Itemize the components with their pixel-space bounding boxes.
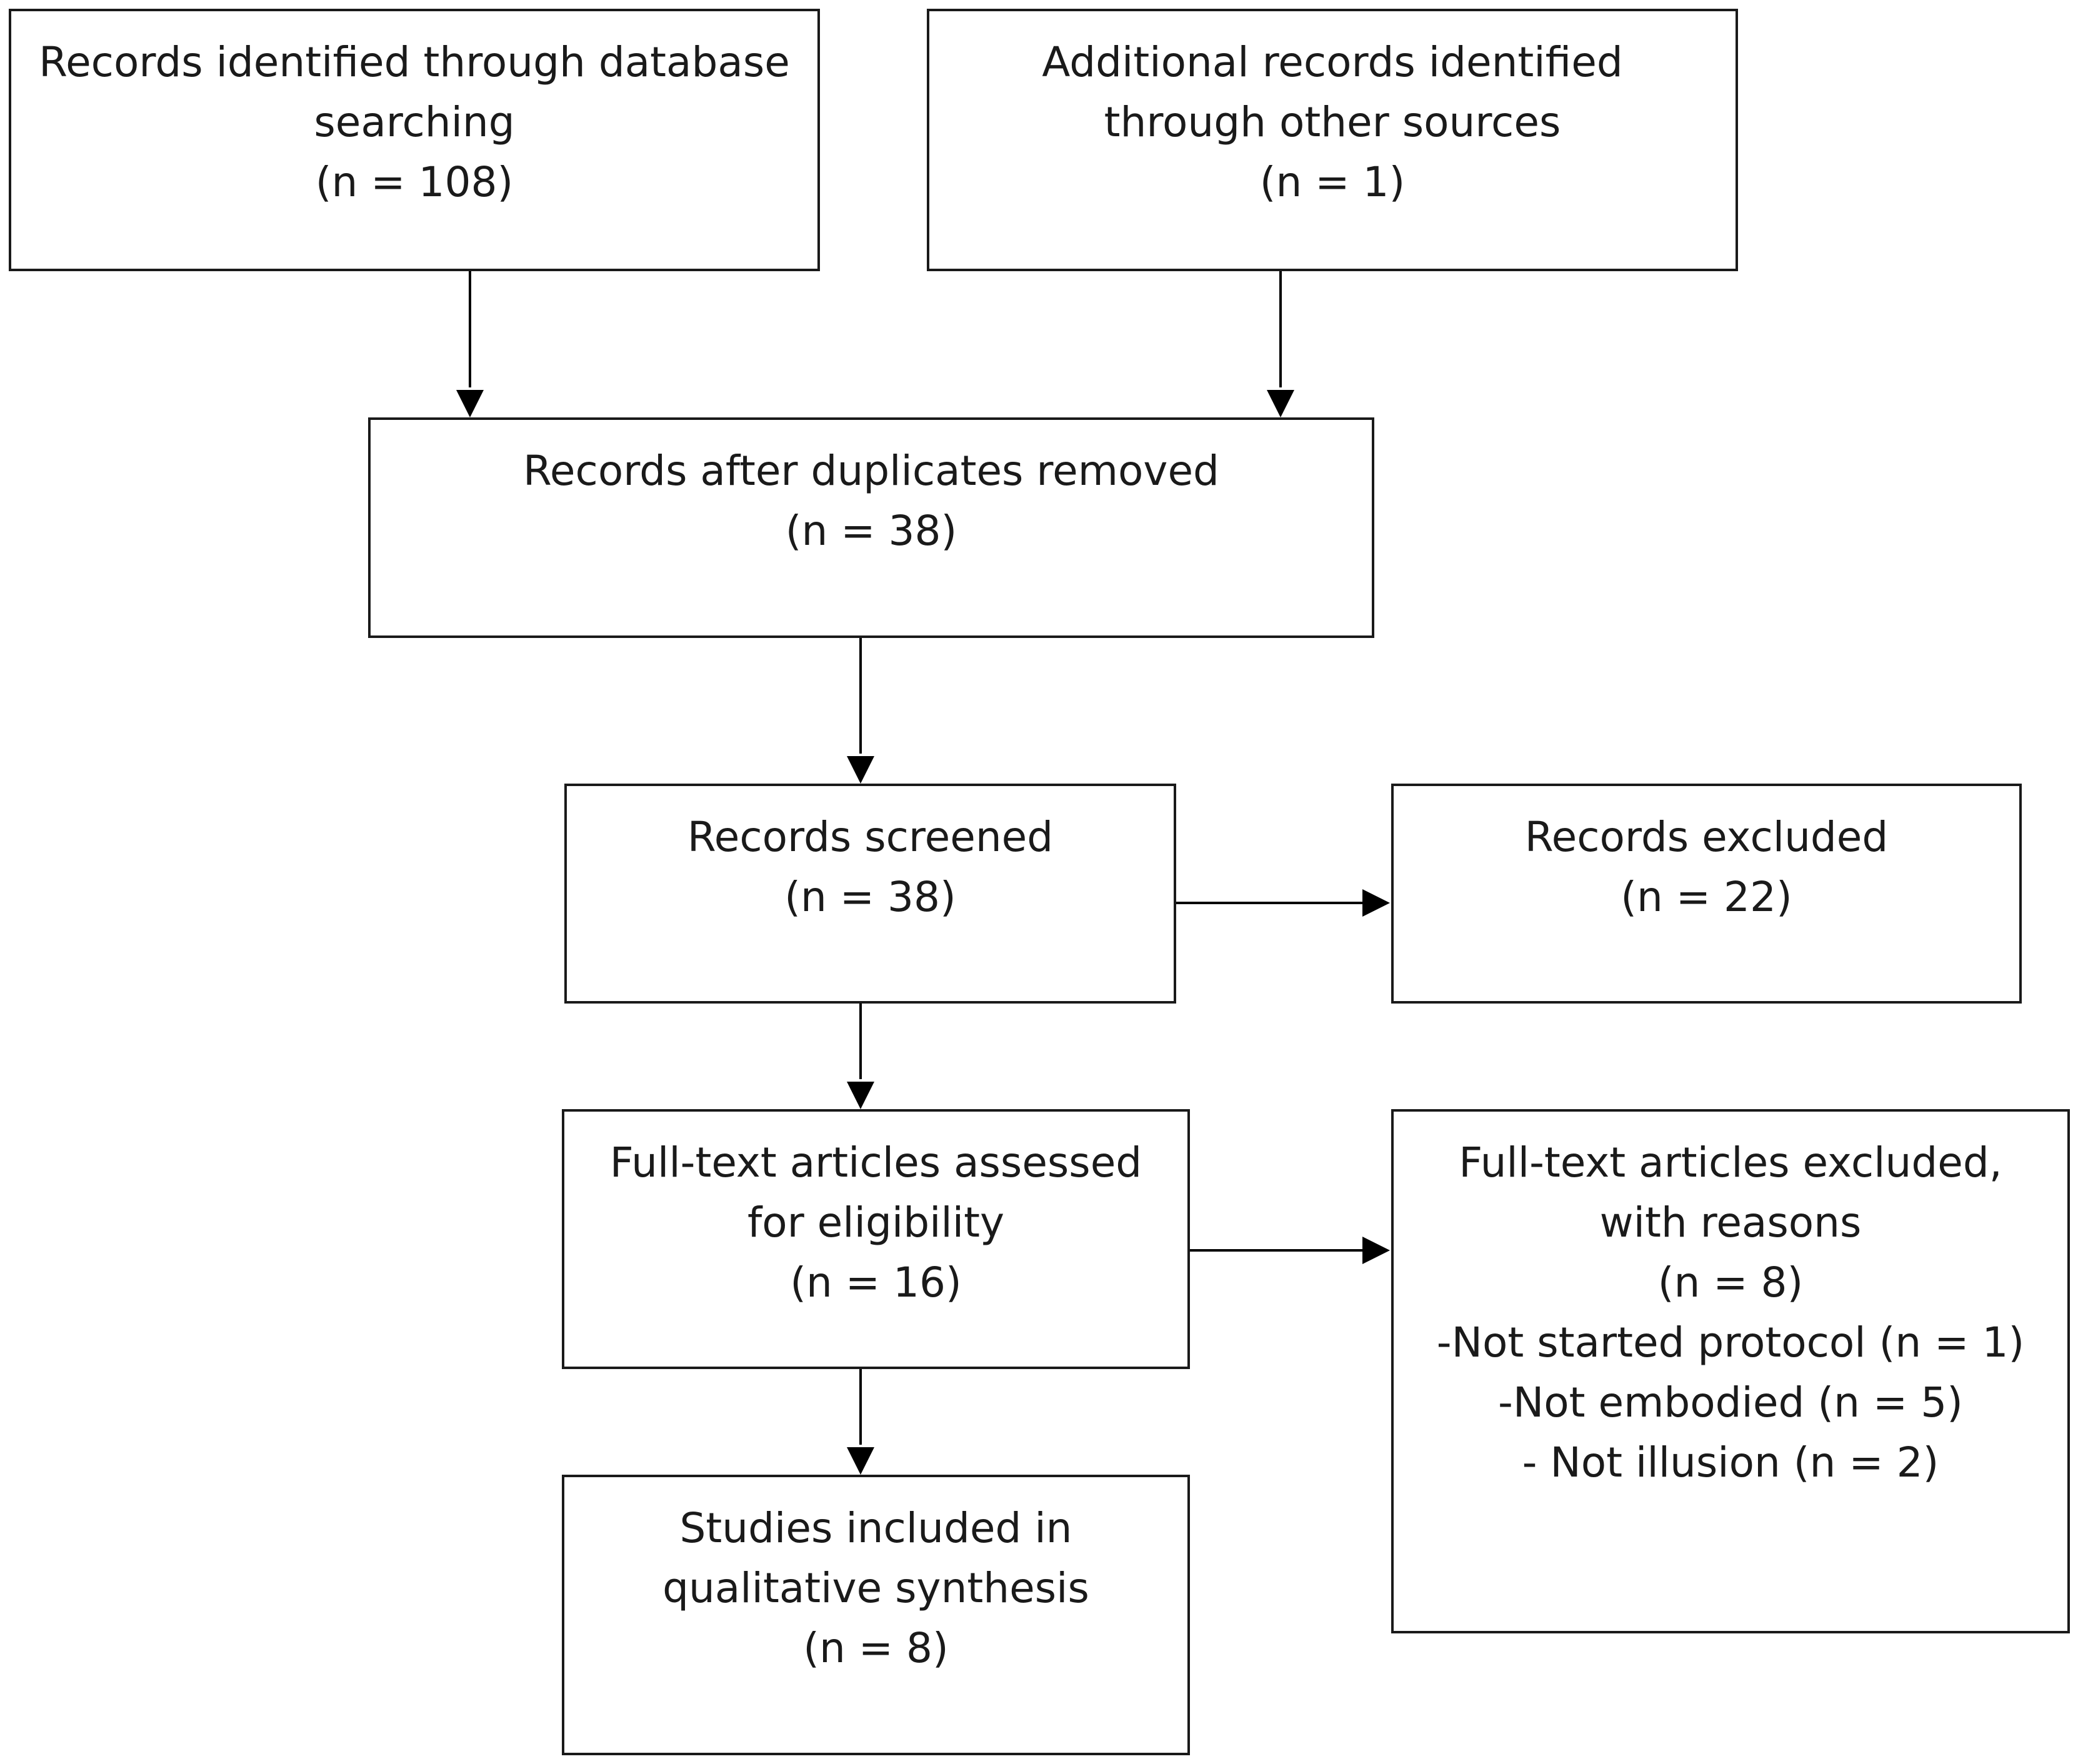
exclusion-reason: - Not illusion (n = 2) [1522,1438,1939,1487]
arrowhead [847,1447,874,1475]
box-count: (n = 38) [784,873,956,921]
box-text-line: Records after duplicates removed [523,447,1219,495]
arrowhead [1267,390,1294,417]
box-count: (n = 8) [1657,1258,1804,1307]
arrowhead [1362,889,1390,917]
box-text-line: Full-text articles assessed [609,1139,1142,1187]
full-text-assessed-box: Full-text articles assessed for eligibil… [562,1109,1190,1369]
box-text-line: for eligibility [747,1198,1005,1247]
box-text-line: Records identified through database [39,38,790,86]
box-text-line: Records screened [687,813,1054,861]
full-text-excluded-box: Full-text articles excluded, with reason… [1391,1109,2070,1633]
box-count: (n = 16) [790,1258,962,1307]
box-count: (n = 108) [315,158,514,206]
box-count: (n = 8) [803,1624,949,1672]
database-records-box: Records identified through database sear… [9,9,820,271]
studies-included-box: Studies included in qualitative synthesi… [562,1475,1190,1755]
exclusion-reason: -Not started protocol (n = 1) [1436,1318,2025,1367]
records-screened-box: Records screened (n = 38) [564,784,1176,1004]
box-count: (n = 1) [1259,158,1406,206]
box-text-line: with reasons [1599,1198,1862,1247]
arrowhead [1362,1237,1390,1264]
arrowhead [456,390,484,417]
box-text-line: searching [314,98,515,146]
box-text-line: qualitative synthesis [662,1564,1089,1612]
box-text-line: Studies included in [679,1504,1072,1552]
box-text-line: Additional records identified [1042,38,1623,86]
box-text-line: Full-text articles excluded, [1459,1139,2002,1187]
arrowhead [847,1082,874,1109]
records-excluded-box: Records excluded (n = 22) [1391,784,2022,1004]
after-duplicates-box: Records after duplicates removed (n = 38… [368,417,1374,638]
arrowhead [847,756,874,784]
box-count: (n = 22) [1621,873,1792,921]
box-count: (n = 38) [785,507,957,555]
box-text-line: through other sources [1104,98,1561,146]
box-text-line: Records excluded [1524,813,1889,861]
exclusion-reason: -Not embodied (n = 5) [1498,1378,1963,1427]
other-sources-box: Additional records identified through ot… [927,9,1738,271]
